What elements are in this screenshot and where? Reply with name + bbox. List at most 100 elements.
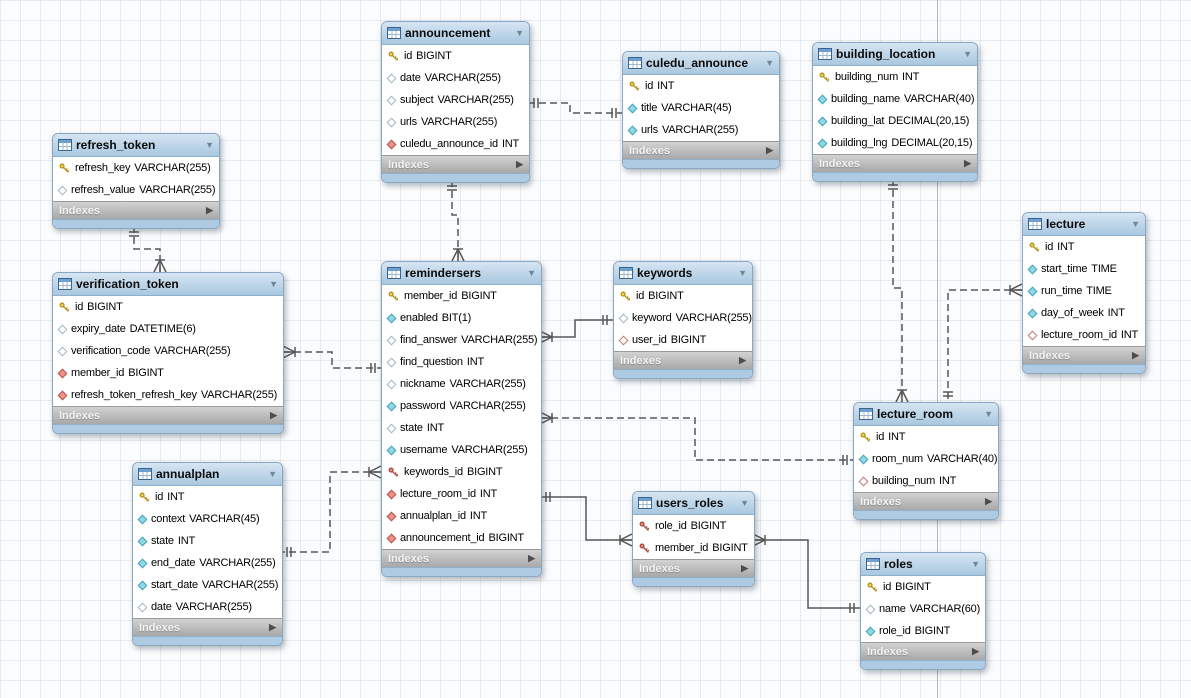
table-header[interactable]: verification_token▼: [53, 273, 283, 296]
collapse-arrow-icon[interactable]: ▼: [963, 48, 972, 59]
indexes-bar[interactable]: Indexes▶: [1023, 346, 1145, 364]
table-header[interactable]: building_location▼: [813, 43, 977, 66]
indexes-bar[interactable]: Indexes▶: [633, 559, 754, 577]
table-header[interactable]: announcement▼: [382, 22, 529, 45]
relationship-remindersers-users_roles[interactable]: [540, 492, 633, 547]
relationship-remindersers-lecture_room[interactable]: [539, 411, 853, 465]
indexes-bar[interactable]: Indexes▶: [133, 618, 282, 636]
relationship-remindersers-keywords[interactable]: [539, 315, 613, 344]
table-header[interactable]: roles▼: [861, 553, 985, 576]
relationship-lecture-lecture_room[interactable]: [943, 283, 1023, 402]
indexes-bar[interactable]: Indexes▶: [861, 642, 985, 660]
relationship-users_roles-roles[interactable]: [752, 533, 860, 613]
collapse-arrow-icon[interactable]: ▼: [205, 139, 214, 150]
relationship-verification_token-remindersers[interactable]: [282, 345, 381, 373]
collapse-arrow-icon[interactable]: ▼: [527, 267, 536, 278]
collapse-arrow-icon[interactable]: ▼: [971, 558, 980, 569]
indexes-bar[interactable]: Indexes▶: [382, 549, 541, 567]
collapse-arrow-icon[interactable]: ▼: [984, 408, 993, 419]
table-header[interactable]: remindersers▼: [382, 262, 541, 285]
collapse-arrow-icon[interactable]: ▼: [1131, 218, 1140, 229]
table-header[interactable]: refresh_token▼: [53, 134, 219, 157]
indexes-bar[interactable]: Indexes▶: [854, 492, 998, 510]
table-header[interactable]: keywords▼: [614, 262, 752, 285]
relationship-remindersers-annualplan[interactable]: [281, 465, 382, 557]
collapse-arrow-icon[interactable]: ▼: [269, 278, 278, 289]
indexes-bar[interactable]: Indexes▶: [53, 406, 283, 424]
indexes-bar[interactable]: Indexes▶: [382, 155, 529, 173]
collapse-arrow-icon[interactable]: ▼: [515, 27, 524, 38]
indexes-bar[interactable]: Indexes▶: [623, 141, 779, 159]
indexes-bar[interactable]: Indexes▶: [813, 154, 977, 172]
relationship-remindersers-announcement[interactable]: [447, 180, 465, 262]
collapse-arrow-icon[interactable]: ▼: [740, 497, 749, 508]
table-header[interactable]: users_roles▼: [633, 492, 754, 515]
collapse-arrow-icon[interactable]: ▼: [738, 267, 747, 278]
table-header[interactable]: annualplan▼: [133, 463, 282, 486]
relationship-lecture_room-building_location[interactable]: [888, 179, 909, 403]
relationship-verification_token-refresh_token[interactable]: [129, 226, 167, 273]
table-header[interactable]: lecture_room▼: [854, 403, 998, 426]
collapse-arrow-icon[interactable]: ▼: [268, 468, 277, 479]
collapse-arrow-icon[interactable]: ▼: [765, 57, 774, 68]
indexes-bar[interactable]: Indexes▶: [614, 351, 752, 369]
